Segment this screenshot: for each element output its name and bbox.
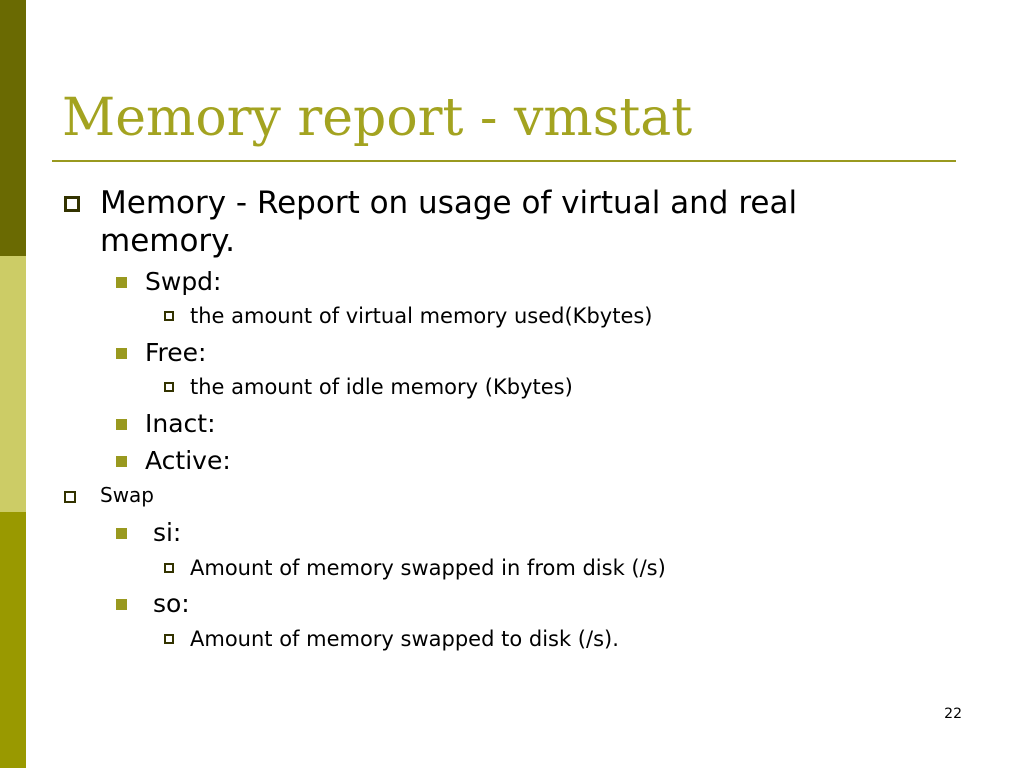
swap-bullet-text: Swap (100, 483, 155, 507)
filled-square-bullet-icon (116, 419, 127, 430)
filled-square-bullet-icon (116, 456, 127, 467)
square-bullet-icon (164, 382, 174, 392)
side-bar-bottom (0, 512, 26, 768)
square-bullet-icon (164, 563, 174, 573)
square-bullet-icon (64, 196, 80, 212)
filled-square-bullet-icon (116, 348, 127, 359)
so-label: so: (145, 589, 190, 618)
filled-square-bullet-icon (116, 599, 127, 610)
memory-bullet-text-line2: memory. (100, 223, 235, 259)
active-label: Active: (145, 446, 231, 475)
free-label: Free: (145, 338, 207, 367)
filled-square-bullet-icon (116, 277, 127, 288)
square-bullet-icon (64, 491, 76, 503)
free-detail: the amount of idle memory (Kbytes) (190, 375, 573, 399)
slide-title: Memory report - vmstat (62, 88, 693, 148)
filled-square-bullet-icon (116, 528, 127, 539)
square-bullet-icon (164, 634, 174, 644)
swpd-label: Swpd: (145, 267, 222, 296)
page-number: 22 (944, 706, 962, 722)
si-label: si: (145, 518, 182, 547)
swpd-detail: the amount of virtual memory used(Kbytes… (190, 304, 653, 328)
inact-label: Inact: (145, 409, 216, 438)
side-bar-top (0, 0, 26, 256)
si-detail: Amount of memory swapped in from disk (/… (190, 556, 666, 580)
title-underline (52, 160, 956, 162)
so-detail: Amount of memory swapped to disk (/s). (190, 627, 619, 651)
memory-bullet-text-line1: Memory - Report on usage of virtual and … (100, 185, 798, 221)
square-bullet-icon (164, 311, 174, 321)
side-bar-middle (0, 256, 26, 512)
